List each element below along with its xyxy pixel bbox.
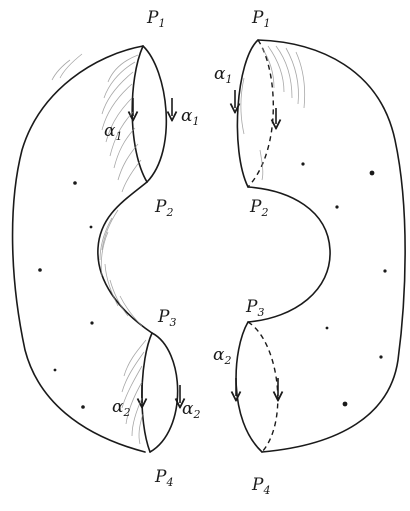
left-label-alpha2-outer: α2 [182,399,200,421]
left-label-p4: P4 [154,467,173,489]
left-surface [13,46,178,452]
left-dots [38,181,93,409]
right-alpha1-solid-arc [237,40,258,187]
left-inner-boundary [98,182,152,333]
right-label-alpha2: α2 [213,345,231,367]
right-label-p1: P1 [251,8,270,30]
right-label-alpha1: α1 [214,64,232,86]
left-label-alpha1-outer: α1 [181,106,199,128]
right-outer-boundary [258,40,405,452]
left-label-p3: P3 [157,307,176,329]
right-dots [301,162,386,406]
left-alpha2-outer-arc [150,333,178,452]
left-label-p2: P2 [154,197,173,219]
left-label-alpha1-inner: α1 [104,121,122,143]
right-label-p3: P3 [245,297,264,319]
right-alpha2-dashed-arc [248,322,278,452]
left-alpha2-inner-arc [142,333,152,452]
right-arrows [235,90,278,396]
right-label-p2: P2 [249,197,268,219]
right-label-p4: P4 [251,475,270,497]
left-alpha1-outer-arc [143,46,166,182]
right-dashed-arcs [248,40,278,452]
right-alpha2-solid-arc [236,322,262,452]
left-label-alpha2-inner: α2 [112,397,130,419]
left-outer-boundary [13,46,145,452]
left-label-p1: P1 [146,8,165,30]
right-surface [236,40,405,452]
left-labels: P1 α1 α1 P2 P3 α2 α2 P4 [104,8,200,489]
